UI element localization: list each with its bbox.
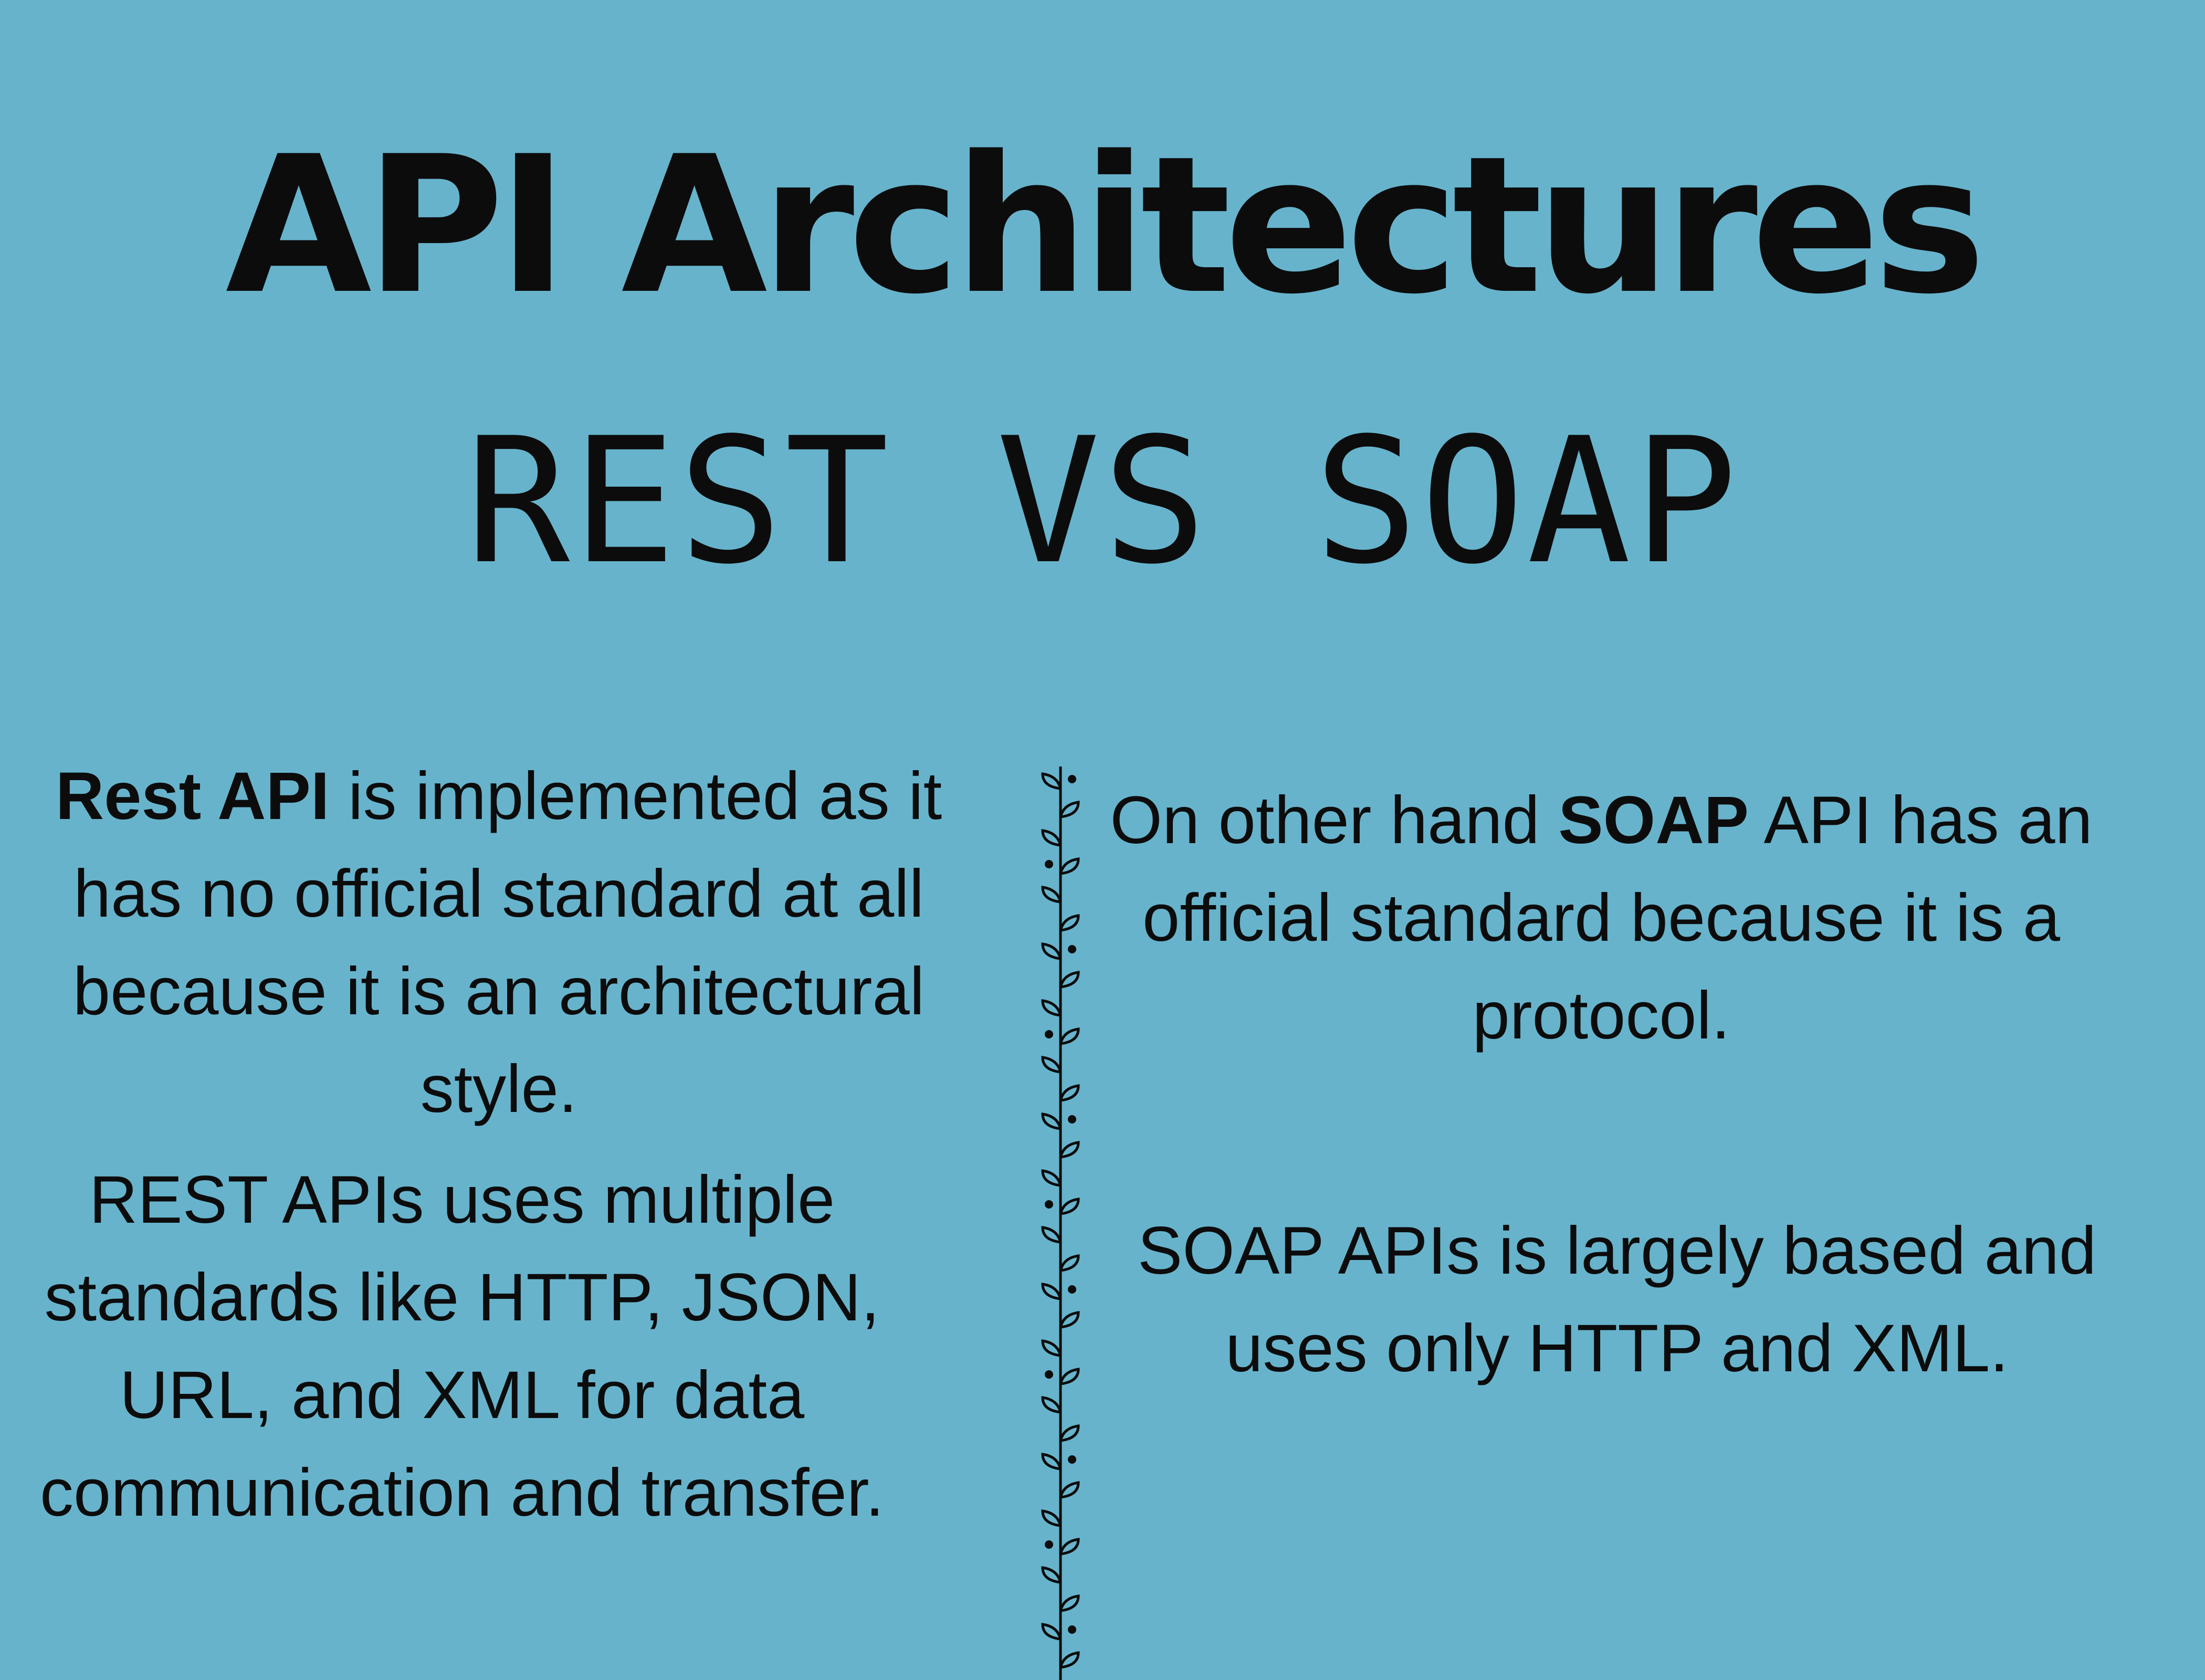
vine-leaf bbox=[1041, 1396, 1062, 1414]
rest-api-term: Rest API bbox=[55, 759, 330, 834]
vine-leaf bbox=[1059, 1594, 1080, 1612]
vine-leaf bbox=[1059, 1368, 1080, 1385]
vine-leaf bbox=[1059, 1027, 1080, 1045]
vine-leaf bbox=[1041, 1056, 1062, 1074]
vine-leaf bbox=[1059, 801, 1080, 818]
vine-leaf bbox=[1041, 1453, 1062, 1471]
soap-term: SOAP bbox=[1558, 783, 1749, 858]
vine-leaf bbox=[1059, 914, 1080, 932]
vine-berry bbox=[1068, 1625, 1076, 1634]
vine-berry bbox=[1045, 1370, 1053, 1379]
rest-description: Rest API is implemented as it has no off… bbox=[0, 748, 998, 1138]
vine-berry bbox=[1045, 1540, 1053, 1549]
rest-standards: REST APIs uses multiple standards like H… bbox=[40, 1162, 884, 1530]
vine-leaf bbox=[1041, 886, 1062, 904]
vine-leaf bbox=[1059, 1481, 1080, 1499]
vine-berry bbox=[1045, 1200, 1053, 1209]
vine-leaf bbox=[1059, 857, 1080, 875]
vine-leaf bbox=[1041, 999, 1062, 1017]
subtitle-soap: SOAP bbox=[1314, 401, 1740, 602]
vine-leaf bbox=[1041, 1566, 1062, 1584]
vine-leaf bbox=[1059, 1424, 1080, 1442]
vine-leaf bbox=[1059, 1198, 1080, 1215]
vine-leaf bbox=[1059, 1254, 1080, 1272]
subtitle-rest: REST bbox=[465, 401, 891, 602]
vine-leaf bbox=[1059, 1538, 1080, 1556]
vine-leaf bbox=[1041, 1112, 1062, 1130]
vine-leaf bbox=[1041, 1226, 1062, 1244]
poster-title: API Architectures bbox=[225, 116, 1986, 335]
soap-description-text: API has an official standard because it … bbox=[1142, 783, 2093, 1053]
vine-berry bbox=[1068, 1115, 1076, 1124]
vine-leaf bbox=[1059, 1311, 1080, 1329]
vine-leaf bbox=[1041, 1169, 1062, 1187]
vine-leaf bbox=[1059, 971, 1080, 989]
subtitle-vs: VS bbox=[996, 401, 1209, 602]
vine-berry bbox=[1068, 1285, 1076, 1294]
vine-leaf bbox=[1059, 1084, 1080, 1102]
vine-leaf bbox=[1059, 1141, 1080, 1159]
leafy-vine-divider-icon bbox=[1041, 766, 1080, 1680]
vine-berry bbox=[1045, 860, 1053, 868]
vine-leaf bbox=[1041, 829, 1062, 847]
vine-berry bbox=[1045, 1030, 1053, 1038]
soap-description: On other hand SOAP API has an official s… bbox=[1102, 772, 2100, 1065]
vine-leaf bbox=[1041, 772, 1062, 790]
vine-leaf bbox=[1041, 942, 1062, 960]
vine-berry bbox=[1068, 1455, 1076, 1464]
vine-leaf bbox=[1041, 1339, 1062, 1357]
vine-berry bbox=[1068, 945, 1076, 953]
vine-leaf bbox=[1041, 1623, 1062, 1641]
soap-standards: SOAP APIs is largely based and uses only… bbox=[1137, 1213, 2097, 1386]
rest-description-text: is implemented as it has no official sta… bbox=[72, 759, 942, 1127]
vine-leaf bbox=[1041, 1509, 1062, 1527]
soap-description-lead: On other hand bbox=[1110, 783, 1559, 858]
vine-leaf bbox=[1041, 1283, 1062, 1300]
vine-leaf bbox=[1059, 1651, 1080, 1669]
vine-berry bbox=[1068, 775, 1076, 783]
